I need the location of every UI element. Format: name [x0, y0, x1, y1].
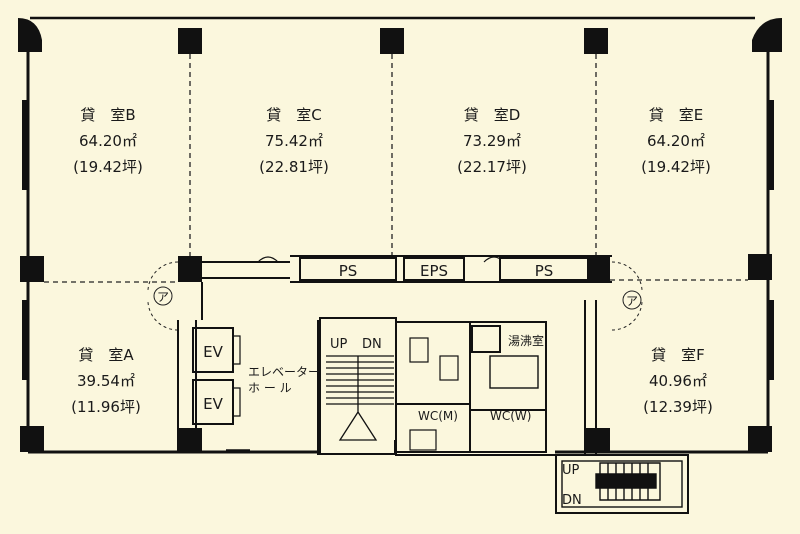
rental-room-c: 貸 室C 75.42㎡ (22.81坪): [259, 106, 329, 176]
room-d-name: 貸 室D: [464, 106, 521, 124]
rental-room-b: 貸 室B 64.20㎡ (19.42坪): [73, 106, 143, 176]
door-mark-right: [622, 290, 642, 310]
wc-men-label: WC(M): [418, 409, 458, 423]
room-c-tsubo: (22.81坪): [259, 158, 329, 176]
rental-room-e: 貸 室E 64.20㎡ (19.42坪): [641, 106, 711, 176]
ps-right-label: PS: [535, 262, 554, 280]
pillars: [18, 18, 782, 452]
exterior-stair: [555, 454, 689, 514]
room-c-area: 75.42㎡: [265, 132, 323, 150]
kitchenette-label: 湯沸室: [508, 333, 544, 348]
rental-room-d: 貸 室D 73.29㎡ (22.17坪): [457, 106, 527, 176]
room-c-name: 貸 室C: [266, 106, 321, 124]
room-d-tsubo: (22.17坪): [457, 158, 527, 176]
main-stair-dn-label: DN: [362, 337, 382, 352]
room-d-area: 73.29㎡: [463, 132, 521, 150]
room-f-name: 貸 室F: [651, 346, 705, 364]
eps-label: EPS: [420, 262, 448, 280]
elevator-hall-label-2: ホ ー ル: [248, 381, 292, 395]
main-stair-up-label: UP: [330, 337, 348, 352]
restroom-walls: [395, 321, 547, 453]
rental-room-a: 貸 室A 39.54㎡ (11.96坪): [71, 346, 141, 416]
door-mark-left-label: ア: [157, 290, 169, 304]
elevator-1-label: EV: [203, 343, 223, 361]
room-b-area: 64.20㎡: [79, 132, 137, 150]
room-e-tsubo: (19.42坪): [641, 158, 711, 176]
tenant-boundaries: [44, 54, 748, 283]
room-e-name: 貸 室E: [649, 106, 703, 124]
room-b-name: 貸 室B: [80, 106, 135, 124]
room-f-area: 40.96㎡: [649, 372, 707, 390]
elevator-2-label: EV: [203, 395, 223, 413]
door-mark-right-label: ア: [626, 294, 638, 308]
room-a-name: 貸 室A: [78, 346, 134, 364]
elevator-shafts: [192, 327, 241, 425]
exterior-stair-dn-label: DN: [562, 493, 582, 508]
door-mark-left: [153, 286, 173, 306]
ps-left-label: PS: [339, 262, 358, 280]
rental-room-f: 貸 室F 40.96㎡ (12.39坪): [643, 346, 713, 416]
shaft-boxes: [299, 257, 589, 281]
room-f-tsubo: (12.39坪): [643, 398, 713, 416]
exterior-stair-up-label: UP: [562, 463, 580, 478]
room-a-area: 39.54㎡: [77, 372, 135, 390]
room-e-area: 64.20㎡: [647, 132, 705, 150]
wc-women-label: WC(W): [490, 409, 531, 423]
corridor-walls: [177, 255, 612, 455]
room-b-tsubo: (19.42坪): [73, 158, 143, 176]
elevator-hall-label-1: エレベーター: [248, 365, 320, 379]
room-a-tsubo: (11.96坪): [71, 398, 141, 416]
